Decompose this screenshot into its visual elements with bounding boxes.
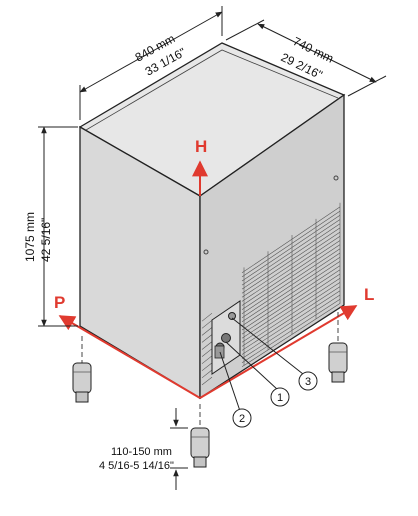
axis-l-line — [199, 305, 358, 399]
feet-metric-label: 110-150 mm — [111, 446, 172, 458]
height-imperial-label: 42 5/16" — [39, 218, 53, 262]
callout-leaders — [219, 317, 304, 412]
svg-text:2: 2 — [239, 413, 245, 425]
foot-left — [72, 362, 92, 403]
fitting-body-2 — [214, 345, 225, 359]
axis-h-label: H — [195, 137, 207, 156]
height-dimension — [38, 126, 78, 327]
vent-grille — [201, 202, 341, 386]
callout-3: 3 — [298, 371, 318, 391]
axis-p-label: P — [54, 293, 65, 312]
front-screw — [333, 175, 339, 181]
height-metric-label: 1075 mm — [23, 212, 37, 262]
axis-p-line — [58, 315, 201, 399]
callout-2: 2 — [232, 408, 252, 428]
foot-front — [190, 427, 210, 468]
depth-dimension — [225, 19, 387, 97]
foot-right — [328, 342, 348, 383]
svg-text:3: 3 — [305, 376, 311, 388]
axis-lines: H P L — [54, 137, 374, 399]
fitting-1 — [221, 333, 231, 343]
feet-dimension — [170, 408, 188, 490]
feet-imperial-label: 4 5/16-5 14/16" — [99, 460, 174, 472]
fitting-3 — [228, 312, 236, 320]
callout-1: 1 — [270, 387, 290, 407]
feet — [72, 312, 348, 468]
door-latch — [203, 249, 209, 255]
width-dimension — [79, 6, 223, 120]
svg-text:1: 1 — [277, 392, 283, 404]
axis-l-label: L — [364, 285, 374, 304]
